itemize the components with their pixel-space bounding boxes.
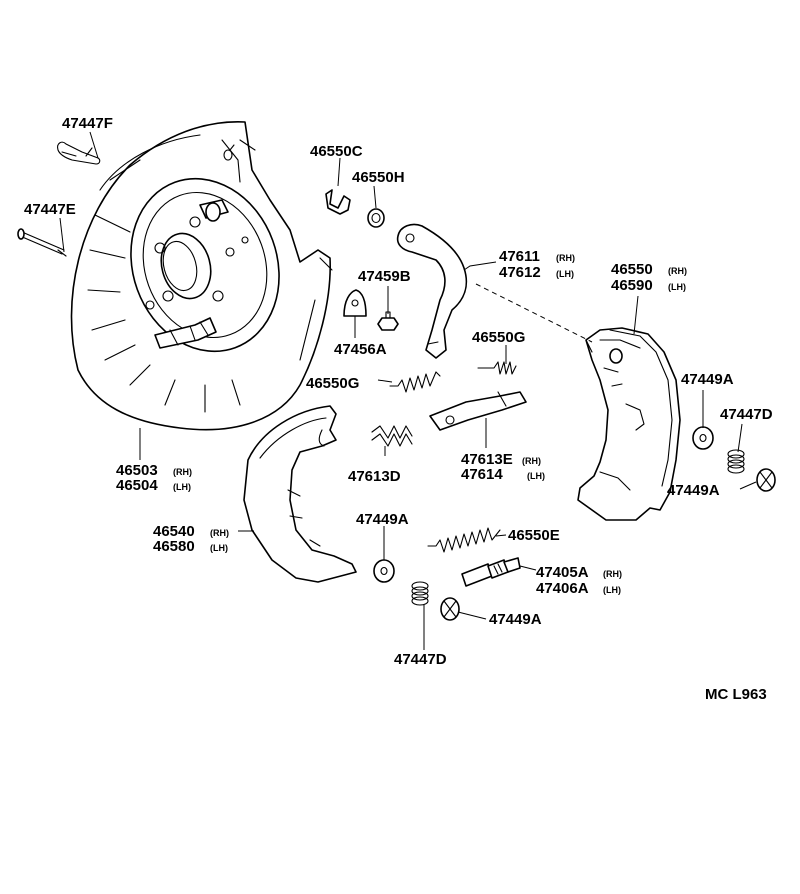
brake-lever-47611: [396, 223, 468, 359]
wire-clip-47447F: [57, 141, 101, 165]
label-46550E: 46550E: [508, 527, 560, 544]
cup-washer-47449A-right-upper: [692, 426, 714, 450]
brake-shoe-left: [243, 405, 357, 583]
label-46580: 46580: [153, 538, 195, 555]
label-47612: 47612: [499, 264, 541, 281]
label-47611-side: (RH): [556, 253, 575, 263]
label-47613D: 47613D: [348, 468, 401, 485]
label-46504: 46504: [116, 477, 158, 494]
bracket-47456A: [343, 289, 367, 317]
label-47405A-side: (RH): [603, 569, 622, 579]
label-47449A-right-lower: 47449A: [667, 482, 720, 499]
spring-47613D: [371, 425, 413, 447]
strut-47613E: [429, 391, 527, 431]
assembly-dashed-line: [475, 283, 593, 343]
spring-46550E: [427, 527, 501, 553]
label-47613E: 47613E: [461, 451, 513, 468]
part-labels: 47447F 47447E 46550C 46550H 47611 (RH) 4…: [24, 115, 773, 703]
label-46550: 46550: [611, 261, 653, 278]
label-47613E-side: (RH): [522, 456, 541, 466]
washer-46550H: [367, 208, 385, 228]
label-46550-side: (RH): [668, 266, 687, 276]
retainer-47449A-right-lower: [756, 468, 776, 492]
label-46550H: 46550H: [352, 169, 405, 186]
label-47456A: 47456A: [334, 341, 387, 358]
label-46504-side: (LH): [173, 482, 191, 492]
backing-plate: [70, 121, 333, 431]
spring-46550G-upper: [477, 361, 517, 375]
spring-47447D-right: [727, 449, 745, 474]
label-46550C: 46550C: [310, 143, 363, 160]
label-47449A-left-upper: 47449A: [356, 511, 409, 528]
label-46540: 46540: [153, 523, 195, 540]
cup-washer-47449A-left-upper: [373, 559, 395, 583]
bolt-47459B: [377, 311, 399, 331]
label-46550G-lower: 46550G: [306, 375, 359, 392]
label-47611: 47611: [499, 248, 540, 265]
label-46540-side: (RH): [210, 528, 229, 538]
retainer-47449A-left-lower: [440, 597, 460, 621]
spring-46550G-lower: [389, 371, 441, 393]
label-47449A-right-upper: 47449A: [681, 371, 734, 388]
label-47447E: 47447E: [24, 201, 76, 218]
label-47614-side: (LH): [527, 471, 545, 481]
pin-47447E: [17, 228, 67, 257]
label-46550G-upper: 46550G: [472, 329, 525, 346]
diagram-code: MC L963: [705, 686, 767, 703]
adjuster-47405A: [461, 557, 521, 587]
label-47449A-left-lower: 47449A: [489, 611, 542, 628]
label-47612-side: (LH): [556, 269, 574, 279]
label-47447D-right: 47447D: [720, 406, 773, 423]
label-47405A: 47405A: [536, 564, 589, 581]
label-46503-side: (RH): [173, 467, 192, 477]
spring-47447D-left: [411, 581, 429, 606]
leader-lines: [59, 131, 757, 650]
label-47447D-left: 47447D: [394, 651, 447, 668]
label-47406A-side: (LH): [603, 585, 621, 595]
label-47459B: 47459B: [358, 268, 411, 285]
label-47406A: 47406A: [536, 580, 589, 597]
brake-shoe-right: [577, 327, 681, 521]
label-46590-side: (LH): [668, 282, 686, 292]
label-46580-side: (LH): [210, 543, 228, 553]
label-46590: 46590: [611, 277, 653, 294]
label-46503: 46503: [116, 462, 158, 479]
label-47447F: 47447F: [62, 115, 113, 132]
clip-46550C: [325, 189, 351, 215]
label-47614: 47614: [461, 466, 503, 483]
